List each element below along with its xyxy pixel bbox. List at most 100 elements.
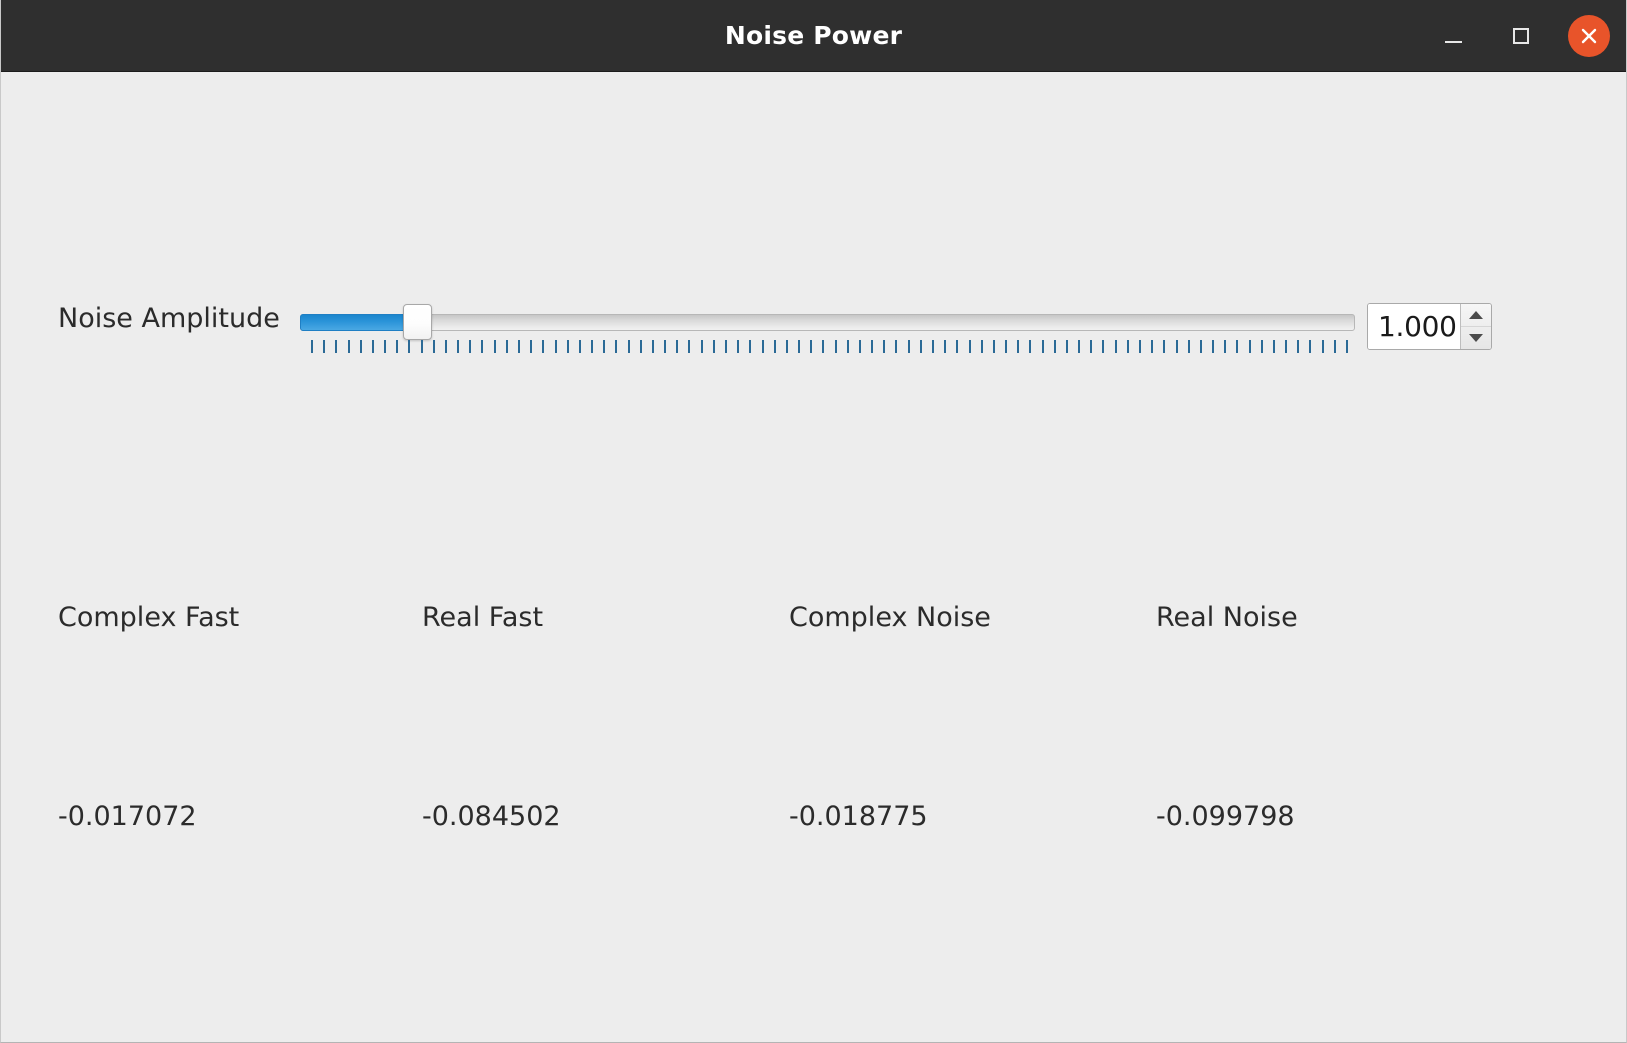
slider-tick [1005,340,1007,353]
slider-tick [494,340,496,353]
slider-tick [1139,340,1141,353]
slider-tick [567,340,569,353]
slider-tick [542,340,544,353]
maximize-button[interactable] [1500,15,1542,57]
slider-tick [701,340,703,353]
slider-tick [433,340,435,353]
slider-tick [640,340,642,353]
slider-tick [615,340,617,353]
slider-tick [421,340,423,353]
spinbox-stepper [1460,304,1491,349]
slider-tick [786,340,788,353]
slider-tick [688,340,690,353]
slider-tick [372,340,374,353]
slider-tick [1090,340,1092,353]
readout-column: Real Fast-0.084502 [422,602,561,832]
slider-filled-track [300,314,417,331]
slider-tick [396,340,398,353]
slider-tick [725,340,727,353]
slider-tick [1102,340,1104,353]
slider-tick [908,340,910,353]
slider-tick [348,340,350,353]
slider-tick [1042,340,1044,353]
window-controls [1432,0,1610,71]
slider-tick [969,340,971,353]
slider-tick [1151,340,1153,353]
slider-tick [895,340,897,353]
slider-tick [555,340,557,353]
slider-tick [676,340,678,353]
slider-tick [859,340,861,353]
slider-tick [810,340,812,353]
spinbox-decrement-button[interactable] [1461,327,1491,349]
slider-handle[interactable] [403,304,432,340]
slider-tick [360,340,362,353]
slider-tick [1334,340,1336,353]
slider-tick [457,340,459,353]
slider-tick [652,340,654,353]
spinbox-increment-button[interactable] [1461,304,1491,327]
slider-tick [1163,340,1165,353]
slider-tick [737,340,739,353]
slider-tick [1115,340,1117,353]
slider-tick [1261,340,1263,353]
slider-tick [628,340,630,353]
triangle-up-icon [1469,311,1483,319]
readout-label: Complex Noise [789,602,991,633]
readout-column: Real Noise -0.099798 [1156,602,1298,832]
slider-tick [883,340,885,353]
slider-tick [1017,340,1019,353]
slider-tick [481,340,483,353]
readout-value: -0.017072 [58,801,197,832]
slider-tick [835,340,837,353]
noise-amplitude-spinbox[interactable]: 1.000 [1367,303,1492,350]
slider-tick [1224,340,1226,353]
slider-tick [335,340,337,353]
slider-tick [993,340,995,353]
readout-label: Real Noise [1156,602,1298,633]
slider-tick [713,340,715,353]
slider-tick [1346,340,1348,353]
minimize-button[interactable] [1432,15,1474,57]
maximize-icon [1513,27,1529,44]
slider-tick [506,340,508,353]
slider-tick [1188,340,1190,353]
slider-groove[interactable] [300,314,1355,331]
slider-tick [1322,340,1324,353]
slider-tick [1176,340,1178,353]
slider-tick [798,340,800,353]
slider-tick [1236,340,1238,353]
slider-tick [579,340,581,353]
readout-value: -0.018775 [789,801,928,832]
client-area: Noise Amplitude 1.000 [1,72,1626,1042]
slider-tick [1309,340,1311,353]
noise-amplitude-slider[interactable] [300,290,1355,362]
slider-tick [981,340,983,353]
close-button[interactable] [1568,14,1610,57]
noise-amplitude-value-input[interactable]: 1.000 [1368,304,1460,349]
slider-tick [1273,340,1275,353]
slider-tick [664,340,666,353]
readout-column: Complex Noise -0.018775 [789,602,991,832]
slider-tick [408,340,410,353]
slider-tick [1212,340,1214,353]
readout-value: -0.084502 [422,801,561,832]
slider-tick [1249,340,1251,353]
slider-tick [932,340,934,353]
close-icon [1581,28,1597,43]
slider-tick [749,340,751,353]
readout-column: Complex Fast -0.017072 [58,602,240,832]
slider-tick [603,340,605,353]
minimize-icon [1444,40,1462,43]
slider-tick [1054,340,1056,353]
slider-tick [944,340,946,353]
slider-tick [847,340,849,353]
slider-tick [311,340,313,353]
slider-tick [384,340,386,353]
noise-amplitude-label: Noise Amplitude [58,303,280,334]
slider-tick [1029,340,1031,353]
slider-tick [1066,340,1068,353]
readout-label: Complex Fast [58,602,240,633]
readout-value: -0.099798 [1156,801,1295,832]
